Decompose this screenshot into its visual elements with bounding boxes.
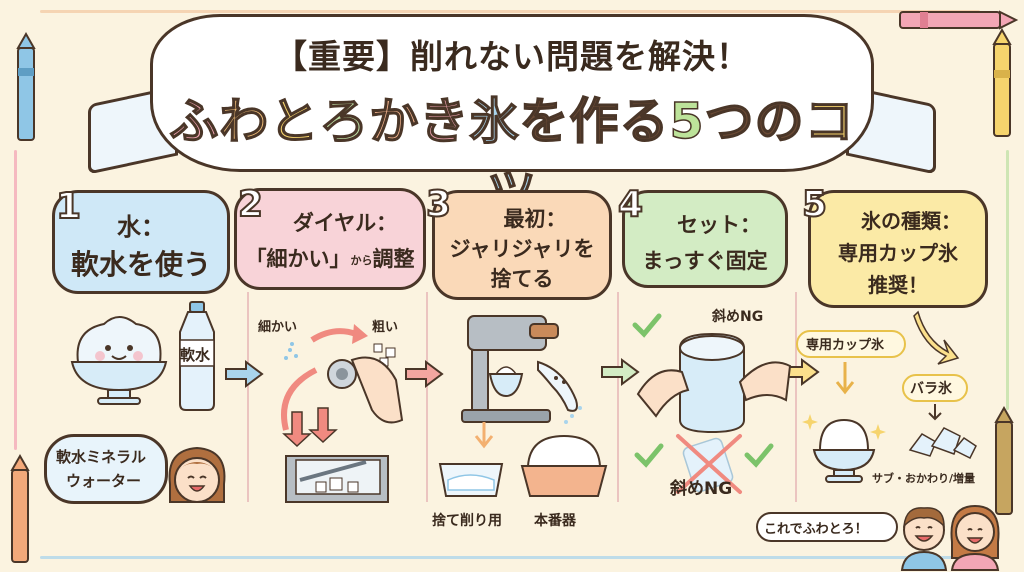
shaved-ice-bowl-icon — [70, 316, 168, 405]
mineral-water-label-1: 軟水ミネラル — [56, 448, 147, 466]
discard-label: 捨て削り用 — [432, 513, 502, 529]
main-bowl-icon — [520, 434, 608, 497]
title-char-1: わ — [219, 92, 270, 151]
cup-ice-bowl-icon — [802, 414, 886, 483]
cup-ice-tag — [796, 330, 906, 358]
frame-line-right — [1006, 150, 1009, 410]
step-3-text-2: 捨てる — [490, 267, 554, 291]
step-5-text-1: 専用カップ氷 — [838, 241, 958, 265]
title-char-9: る — [619, 92, 670, 151]
column-divider-1 — [247, 292, 249, 502]
crayon-icon-pink — [899, 10, 1019, 30]
title-char-11: つ — [704, 92, 755, 151]
title-char-5: き — [419, 92, 470, 151]
title-char-3: ろ — [319, 92, 370, 151]
title-char-12: の — [754, 92, 805, 151]
step-1-heading: 水： — [117, 213, 165, 241]
title-char-2: と — [269, 92, 320, 151]
step-2-bubble: ダイヤル： 「細かい」から調整 — [234, 188, 426, 290]
column-divider-2 — [426, 292, 428, 502]
water-bottle-icon — [179, 301, 215, 411]
mineral-water-label-2: ウォーター — [66, 472, 142, 490]
girl-face-icon-2 — [950, 504, 1000, 571]
bottle-label: 軟水 — [180, 346, 211, 364]
ice-block-hands-icon — [636, 332, 792, 434]
step-1-text: 軟水を使う — [70, 248, 211, 281]
title-char-4: か — [369, 92, 420, 151]
step-5-text-2: 推奨！ — [868, 273, 928, 297]
step-3-bubble: 最初： ジャリジャリを 捨てる — [432, 190, 612, 300]
girl-face-icon — [168, 446, 226, 503]
dial-turn-illustration — [281, 324, 404, 503]
title-ribbon — [150, 14, 874, 172]
step-4-number: 4 — [617, 183, 644, 226]
step-2-small-kara: から — [350, 254, 373, 267]
step-3-heading: 最初： — [503, 207, 567, 231]
arrow-icon-2-3 — [405, 360, 444, 388]
step-2-heading: ダイヤル： — [292, 211, 398, 235]
title-char-6: 氷 — [469, 92, 520, 151]
crayon-icon-orange — [10, 453, 30, 563]
check-icon-right — [744, 443, 774, 468]
column-divider-3 — [617, 292, 619, 502]
loose-ice-tag — [902, 374, 968, 402]
frame-line-left — [14, 150, 17, 450]
title-line-2: ふわとろかき氷を作る5つのコツ — [150, 82, 874, 224]
step-3-text-1: ジャリジャリを — [449, 237, 595, 261]
step-2-text: 「細かい」から調整 — [237, 243, 423, 273]
title-char-7: を — [519, 92, 570, 151]
step-2-text-a: 「細かい」 — [245, 247, 351, 271]
crayon-icon-blue — [16, 31, 36, 141]
column-divider-4 — [795, 292, 797, 502]
arrow-down-icon-loose — [928, 404, 942, 421]
tilt-ng-label-bottom: 斜めNG — [670, 479, 733, 499]
step-5-number: 5 — [801, 183, 828, 226]
step-2-number: 2 — [237, 183, 264, 226]
main-label: 本番器 — [534, 513, 576, 529]
coarse-label: 粗い — [372, 320, 399, 335]
crayon-icon-green — [994, 405, 1014, 515]
title-line-1: 【重要】削れない問題を解決！ — [274, 37, 750, 76]
tilt-ng-label-top: 斜めNG — [712, 309, 764, 325]
check-icon-left — [634, 443, 664, 468]
title-char-13: コ — [804, 92, 855, 151]
arrow-down-icon-discard — [474, 422, 494, 449]
frame-line-bottom — [40, 556, 980, 559]
step-1-bubble: 水： 軟水を使う — [52, 190, 230, 294]
step-2-text-b: 調整 — [372, 247, 415, 271]
crayon-icon-yellow — [992, 27, 1012, 137]
title-char-8: 作 — [569, 92, 620, 151]
arrow-icon-3-4 — [601, 358, 640, 386]
step-5-bubble: 氷の種類： 専用カップ氷 推奨！ — [808, 190, 988, 308]
discard-tray-icon — [438, 463, 504, 497]
step-5-heading: 氷の種類： — [861, 209, 961, 233]
step-3-number: 3 — [425, 183, 452, 226]
check-icon-top — [632, 313, 662, 338]
closing-label: これでふわとろ！ — [764, 522, 868, 537]
step-1-number: 1 — [55, 185, 82, 228]
boy-face-icon — [900, 507, 948, 571]
fine-label: 細かい — [258, 320, 298, 335]
loose-ice-label: バラ氷 — [910, 381, 952, 397]
mineral-water-bubble — [44, 434, 168, 504]
title-char-0: ふ — [169, 92, 220, 151]
arrow-down-icon-cup — [835, 362, 855, 395]
cup-ice-label: 専用カップ氷 — [806, 338, 885, 353]
step-4-text: まっすぐ固定 — [642, 249, 768, 273]
step-4-bubble: セット： まっすぐ固定 — [622, 190, 788, 288]
loose-ice-cubes-icon — [908, 427, 977, 460]
title-char-10: 5 — [669, 92, 705, 151]
frame-line-top — [40, 10, 980, 13]
step-4-heading: セット： — [677, 213, 761, 237]
closing-bubble — [756, 512, 898, 542]
arrow-icon-1-2 — [225, 360, 264, 388]
tilted-ice-cross-icon — [676, 434, 742, 494]
ice-shaver-machine-icon — [461, 315, 582, 424]
sub-refill-label: サブ・おかわり/増量 — [872, 472, 976, 485]
arrow-curve-icon-loose — [913, 310, 960, 365]
